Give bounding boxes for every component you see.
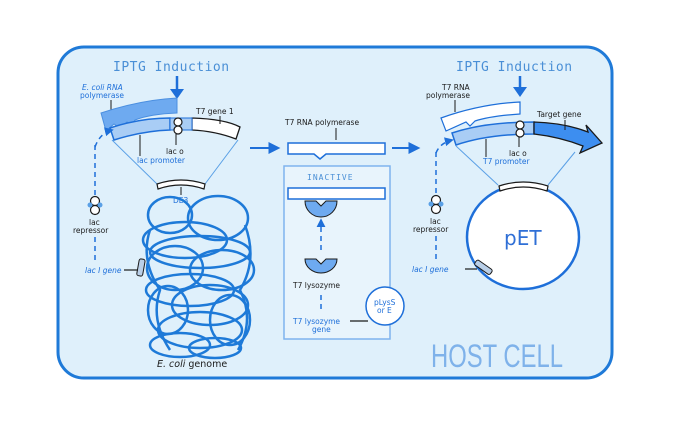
- inactive-label: INACTIVE: [307, 173, 354, 182]
- plyss-plasmid: [365, 286, 405, 326]
- right-laci-gene-label: lac I gene: [412, 265, 449, 274]
- plyss-label-1: pLysS: [374, 298, 396, 307]
- target-gene-arrow: [533, 121, 604, 155]
- ecoli-polymerase-label-2: polymerase: [80, 91, 124, 100]
- left-repressor-label-2: repressor: [73, 226, 109, 235]
- ecoli-polymerase-label: E. coli RNA: [82, 83, 123, 92]
- ecoli-genome-label: E. coli genome: [157, 359, 227, 370]
- right-t7-polymerase-label-1: T7 RNA: [441, 83, 471, 92]
- t7-rna-polymerase-active: [287, 142, 386, 160]
- right-repressor-label-2: repressor: [413, 225, 449, 234]
- left-laci-gene-label: lac I gene: [85, 266, 122, 275]
- target-gene-label: Target gene: [536, 110, 582, 119]
- host-cell-label: HOST CELL: [431, 338, 563, 374]
- pet-label: pET: [504, 226, 542, 250]
- left-iptg-arrow: [170, 76, 184, 99]
- right-lac-operator-icon: [515, 120, 525, 138]
- right-t7-polymerase-shape: [440, 101, 521, 132]
- t7-gene1-segment: [191, 117, 241, 140]
- t7-rna-polymerase-label: T7 RNA polymerase: [284, 118, 359, 127]
- left-lac-o-label: lac o: [166, 147, 184, 156]
- right-lac-o-label: lac o: [509, 149, 527, 158]
- t7-lysozyme-gene-label-2: gene: [312, 325, 331, 334]
- t7-lysozyme-shape: [304, 258, 338, 274]
- de3-insert: [156, 179, 206, 190]
- left-lac-repressor-icon: [87, 195, 103, 216]
- ecoli-genome-tangle: [141, 194, 256, 360]
- left-repressor-label-1: lac: [89, 218, 100, 227]
- right-iptg-induction-label: IPTG Induction: [456, 60, 573, 75]
- bound-lysozyme-shape: [304, 200, 338, 218]
- right-t7-polymerase-label-2: polymerase: [426, 91, 470, 100]
- left-iptg-induction-label: IPTG Induction: [113, 60, 230, 75]
- t7-promoter-label: T7 promoter: [482, 157, 530, 166]
- pet-insert: [498, 181, 549, 192]
- plyss-label-2: or E: [377, 306, 392, 315]
- genome-label-italic: E. coli: [157, 359, 186, 370]
- t7-lysozyme-gene-label-1: T7 lysozyme: [292, 317, 340, 326]
- lac-promoter-label: lac promoter: [137, 156, 186, 165]
- right-iptg-arrow: [513, 76, 527, 97]
- right-laci-gene-block: [474, 259, 493, 275]
- t7-lysozyme-label: T7 lysozyme: [292, 281, 340, 290]
- genome-label-rest: genome: [185, 359, 227, 370]
- t7-gene1-label: T7 gene 1: [195, 107, 234, 116]
- t7-rna-polymerase-inactive: [287, 187, 386, 200]
- left-laci-gene-block: [136, 258, 146, 277]
- right-lac-repressor-icon: [428, 194, 444, 215]
- right-repressor-label-1: lac: [430, 217, 441, 226]
- lac-operator-icon: [173, 117, 183, 135]
